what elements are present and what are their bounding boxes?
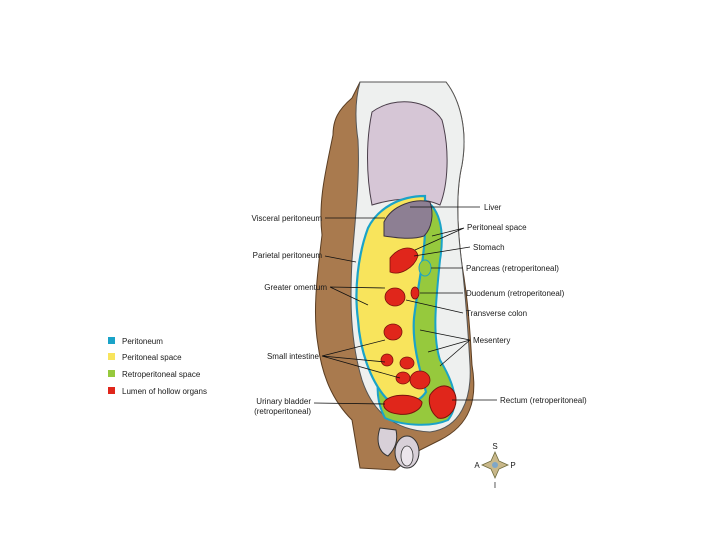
stomach <box>389 247 419 274</box>
lung <box>367 101 448 206</box>
label-duodenum: Duodenum (retroperitoneal) <box>466 289 565 298</box>
leader-peritoneal-space <box>414 227 465 251</box>
compass-anterior: A <box>474 461 480 470</box>
legend-swatch-lumen <box>108 387 115 394</box>
small-intestine-loop <box>383 323 403 341</box>
label-small-intestine: Small intestine <box>267 352 320 361</box>
legend: Peritoneum Peritoneal space Retroperiton… <box>108 337 207 396</box>
label-parietal-peritoneum: Parietal peritoneum <box>253 251 323 260</box>
leader-parietal-peritoneum <box>324 255 357 263</box>
label-visceral-peritoneum: Visceral peritoneum <box>251 214 322 223</box>
external-genitalia <box>377 427 398 457</box>
urinary-bladder <box>383 394 423 415</box>
pancreas <box>418 259 432 277</box>
duodenum <box>410 286 420 300</box>
rectum <box>428 385 457 419</box>
label-transverse-colon: Transverse colon <box>466 309 527 318</box>
leader-greater-omentum <box>329 286 386 306</box>
label-peritoneal-space: Peritoneal space <box>467 223 527 232</box>
leader-transverse-colon <box>405 299 464 314</box>
label-rectum: Rectum (retroperitoneal) <box>500 396 587 405</box>
legend-swatch-peritoneal-space <box>108 353 115 360</box>
legend-label-peritoneum: Peritoneum <box>122 337 163 346</box>
label-liver: Liver <box>484 203 502 212</box>
external-genitalia-testis <box>400 445 414 467</box>
transverse-colon <box>384 287 406 307</box>
leader-urinary-bladder <box>313 402 386 405</box>
leader-small-intestine <box>321 339 401 379</box>
compass-center <box>492 462 498 468</box>
label-urinary-bladder: Urinary bladder <box>256 397 311 406</box>
compass-posterior: P <box>510 461 515 470</box>
liver <box>383 200 433 239</box>
orientation-compass: S A P I <box>474 442 515 490</box>
legend-label-peritoneal-space: Peritoneal space <box>122 353 182 362</box>
legend-label-retroperitoneal-space: Retroperitoneal space <box>122 370 201 379</box>
legend-swatch-retroperitoneal-space <box>108 370 115 377</box>
compass-superior: S <box>492 442 497 451</box>
label-stomach: Stomach <box>473 243 505 252</box>
label-greater-omentum: Greater omentum <box>264 283 327 292</box>
compass-inferior: I <box>494 481 496 490</box>
small-intestine-loop <box>409 370 431 390</box>
label-pancreas: Pancreas (retroperitoneal) <box>466 264 559 273</box>
legend-label-lumen: Lumen of hollow organs <box>122 387 207 396</box>
leader-stomach <box>413 246 471 257</box>
leader-mesentery <box>419 329 471 367</box>
legend-swatch-peritoneum <box>108 337 115 344</box>
label-urinary-bladder-sub: (retroperitoneal) <box>254 407 311 416</box>
small-intestine-loop <box>380 353 394 367</box>
label-mesentery: Mesentery <box>473 336 510 345</box>
small-intestine-loop <box>395 371 411 385</box>
small-intestine-loop <box>399 356 415 370</box>
